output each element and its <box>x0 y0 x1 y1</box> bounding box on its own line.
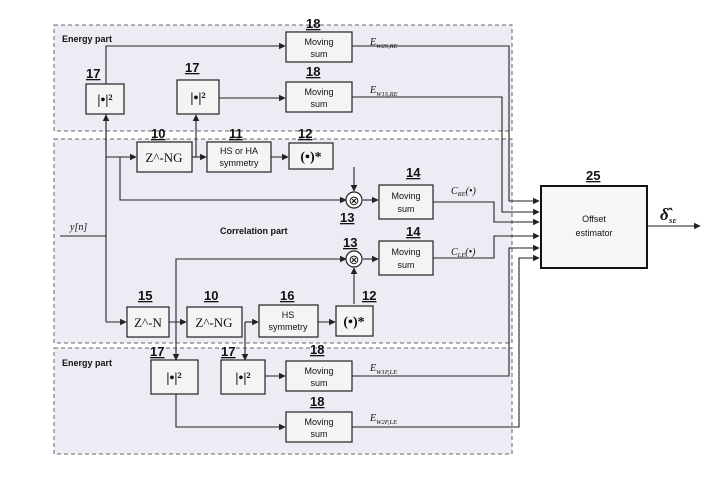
moving-sum-label: Moving <box>304 417 333 427</box>
moving-sum-block-corr-1 <box>378 184 434 220</box>
abs-square-label: |•|² <box>166 371 181 386</box>
signal-c-re: CRE(•) <box>451 186 476 198</box>
abs-square-label: |•|² <box>190 91 205 106</box>
moving-sum-label: sum <box>310 99 327 109</box>
moving-sum-block-bottom-1 <box>285 360 353 392</box>
ref-18-top2: 18 <box>306 64 320 79</box>
moving-sum-label: Moving <box>391 247 420 257</box>
delay-n-block <box>126 306 170 338</box>
ref-10-bottom: 10 <box>204 288 218 303</box>
ref-13-bottom: 13 <box>343 235 357 250</box>
delay-ng-label: Z^-NG <box>145 150 182 165</box>
moving-sum-block-corr-2 <box>378 240 434 276</box>
correlation-part-title: Correlation part <box>220 226 288 236</box>
abs-square-block-top-left <box>85 83 125 115</box>
ref-13-top: 13 <box>340 210 354 225</box>
moving-sum-label: sum <box>397 260 414 270</box>
conjugate-label: (•)* <box>300 150 321 165</box>
hs-symmetry-label: symmetry <box>269 322 308 332</box>
multiplier-symbol: ⊗ <box>349 193 360 208</box>
ref-18-bottom2: 18 <box>310 394 324 409</box>
moving-sum-block-top-1 <box>285 31 353 63</box>
moving-sum-label: Moving <box>304 87 333 97</box>
signal-output: δ̂SE <box>660 205 677 225</box>
abs-square-label: |•|² <box>235 371 250 386</box>
moving-sum-label: sum <box>310 378 327 388</box>
hs-symmetry-label: HS <box>282 310 295 320</box>
ref-14-top: 14 <box>406 165 421 180</box>
ref-17-bottom-right: 17 <box>221 344 235 359</box>
delay-n-label: Z^-N <box>134 315 162 330</box>
abs-square-block-top-right <box>176 79 220 115</box>
ref-12-top: 12 <box>298 126 312 141</box>
energy-part-bottom-title: Energy part <box>62 358 112 368</box>
abs-square-block-bottom-left <box>150 359 199 395</box>
conjugate-block-top <box>288 142 334 170</box>
signal-c-le: CLE(•) <box>451 247 476 259</box>
moving-sum-label: Moving <box>391 191 420 201</box>
offset-estimator-label: estimator <box>575 228 612 238</box>
conjugate-block-bottom <box>335 305 374 337</box>
wires <box>60 42 701 431</box>
ref-17-bottom-left: 17 <box>150 344 164 359</box>
multiplier-node-top <box>345 191 363 209</box>
ref-12-bottom: 12 <box>362 288 376 303</box>
moving-sum-block-bottom-2 <box>285 411 353 443</box>
hs-ha-symmetry-label: HS or HA <box>220 146 258 156</box>
energy-part-bottom-region <box>53 347 513 455</box>
ref-16: 16 <box>280 288 294 303</box>
conjugate-label: (•)* <box>343 315 364 330</box>
moving-sum-label: sum <box>310 429 327 439</box>
abs-square-label: |•|² <box>97 93 112 108</box>
hs-ha-symmetry-block <box>206 141 272 173</box>
moving-sum-label: Moving <box>304 366 333 376</box>
ref-14-bottom: 14 <box>406 224 421 239</box>
ref-18-top1: 18 <box>306 16 320 31</box>
signal-e-w1p-le: EW1P,LE <box>369 363 397 376</box>
moving-sum-label: sum <box>310 49 327 59</box>
multiplier-node-bottom <box>345 250 363 268</box>
hs-symmetry-block <box>258 304 319 338</box>
offset-estimator-label: Offset <box>582 214 606 224</box>
ref-11: 11 <box>229 126 243 141</box>
ref-18-bottom1: 18 <box>310 342 324 357</box>
signal-e-w1s-re: EW1S,RE <box>369 85 398 98</box>
multiplier-symbol: ⊗ <box>349 252 360 267</box>
signal-e-w2s-re: EW2S,RE <box>369 37 398 50</box>
moving-sum-label: Moving <box>304 37 333 47</box>
signal-input: y[n] <box>69 222 87 233</box>
ref-17-top-right: 17 <box>185 60 199 75</box>
ref-10-top: 10 <box>151 126 165 141</box>
abs-square-block-bottom-right <box>220 359 266 395</box>
moving-sum-block-top-2 <box>285 81 353 113</box>
delay-ng-block-bottom <box>186 306 243 338</box>
delay-ng-block-top <box>136 141 193 173</box>
moving-sum-label: sum <box>397 204 414 214</box>
ref-15: 15 <box>138 288 152 303</box>
energy-part-top-title: Energy part <box>62 34 112 44</box>
offset-estimator-block <box>540 185 648 269</box>
delay-ng-label: Z^-NG <box>195 315 232 330</box>
energy-part-top-region <box>53 24 513 132</box>
hs-ha-symmetry-label: symmetry <box>220 158 259 168</box>
signal-e-w2p-le: EW2P,LE <box>369 413 397 426</box>
ref-17-top-left: 17 <box>86 66 100 81</box>
ref-25: 25 <box>586 168 600 183</box>
